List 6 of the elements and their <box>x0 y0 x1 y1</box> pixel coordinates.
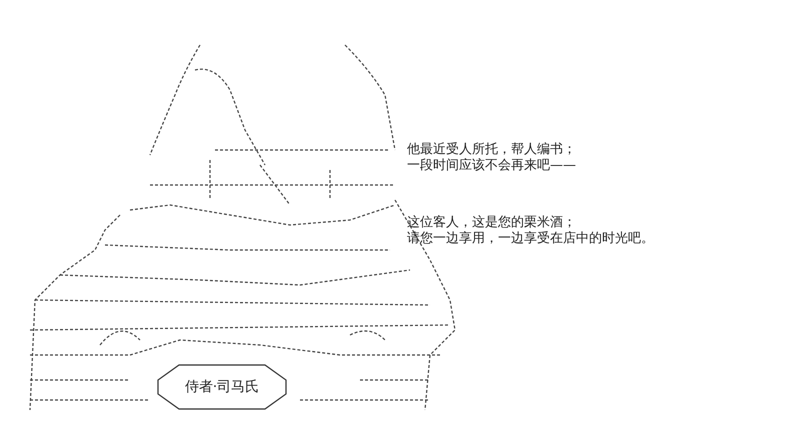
dialogue-line: 这位客人，这是您的栗米酒； <box>407 215 576 231</box>
dialogue-line: 一段时间应该不会再来吧—— <box>407 158 576 174</box>
dialogue-line: 他最近受人所托，帮人编书； <box>407 142 576 158</box>
name-text: 侍者·司马氏 <box>184 378 260 396</box>
dialogue-line: 请您一边享用，一边享受在店中的时光吧。 <box>407 231 654 247</box>
name-plate <box>157 364 287 410</box>
